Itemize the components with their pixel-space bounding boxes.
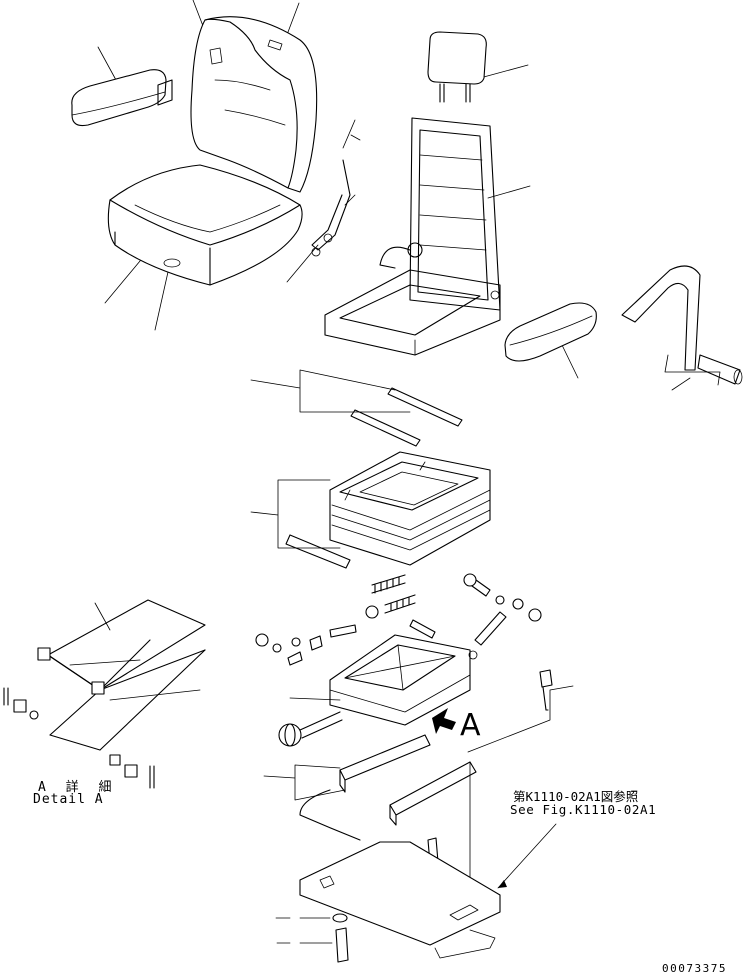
figure-reference-ja: 第K1110-02A1図参照	[513, 789, 639, 804]
view-arrow-a	[432, 708, 456, 734]
detail-a-label-ja: A 詳 細	[38, 780, 118, 795]
drawing-number: 00073375	[662, 962, 727, 975]
left-armrest	[71, 69, 173, 127]
figure-reference-en: See Fig.K1110-02A1	[510, 802, 657, 817]
right-armrest	[504, 302, 597, 362]
detail-a-linkage	[3, 599, 206, 789]
seat-cushion	[107, 164, 303, 286]
suspension-bellows	[285, 451, 491, 569]
leader-lines	[94, 0, 721, 944]
armrest-bracket	[621, 265, 743, 385]
slide-rails	[339, 734, 477, 889]
scissor-mechanism	[278, 634, 471, 747]
view-arrow-letter: A	[460, 708, 481, 743]
leader-arrowhead	[498, 880, 507, 888]
detail-a-label-en: Detail A	[33, 792, 104, 807]
headrest	[427, 31, 487, 103]
recliner-lever	[311, 159, 356, 257]
seat-frame	[324, 117, 501, 356]
plates	[350, 387, 463, 447]
cable	[299, 789, 361, 841]
springs-and-fasteners	[255, 573, 542, 666]
seat-back-cushion	[190, 16, 318, 193]
base-plate	[299, 841, 501, 959]
